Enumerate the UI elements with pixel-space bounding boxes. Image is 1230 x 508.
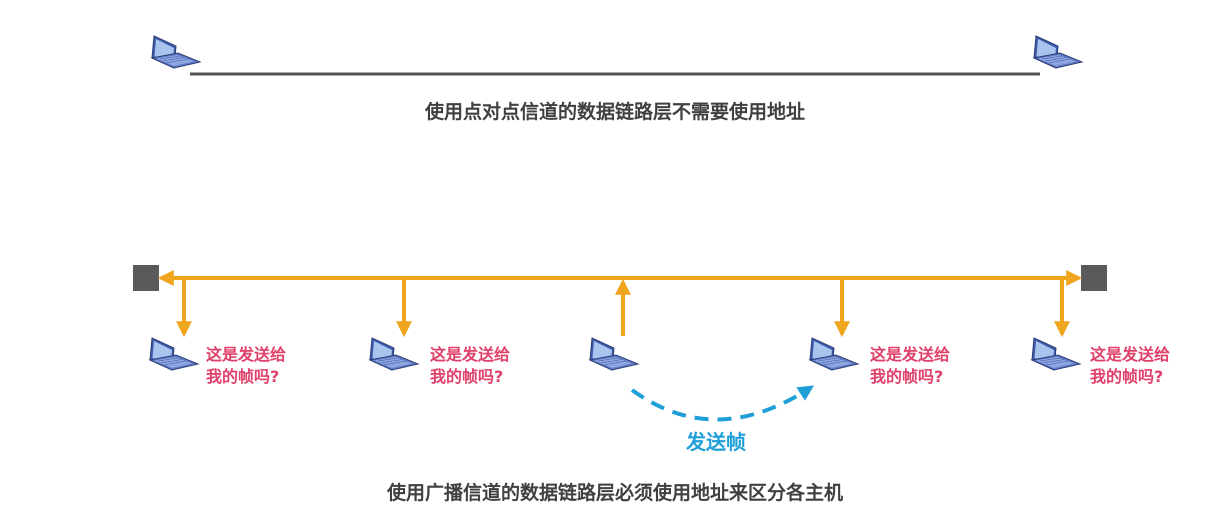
laptop-icon [589, 337, 639, 371]
bus-terminator-left [133, 265, 159, 291]
laptop-icon [369, 337, 419, 371]
question-line-2: 我的帧吗? [430, 367, 504, 386]
send-frame-arrow [630, 385, 815, 422]
host-question: 这是发送给 我的帧吗? [1090, 344, 1170, 388]
question-line-1: 这是发送给 [1090, 345, 1171, 364]
laptop-icon [151, 35, 201, 69]
question-line-2: 我的帧吗? [206, 367, 280, 386]
question-line-1: 这是发送给 [206, 345, 287, 364]
question-line-1: 这是发送给 [870, 345, 951, 364]
laptop-icon [149, 337, 199, 371]
laptop-icon [1033, 35, 1083, 69]
question-line-2: 我的帧吗? [870, 367, 944, 386]
laptop-icon [809, 337, 859, 371]
bus-terminator-right [1081, 265, 1107, 291]
broadcast-caption: 使用广播信道的数据链路层必须使用地址来区分各主机 [386, 482, 843, 504]
question-line-1: 这是发送给 [430, 345, 511, 364]
point-to-point-caption: 使用点对点信道的数据链路层不需要使用地址 [424, 101, 805, 123]
send-frame-label: 发送帧 [686, 430, 746, 454]
question-line-2: 我的帧吗? [1090, 367, 1164, 386]
host-question: 这是发送给 我的帧吗? [430, 344, 510, 388]
host-question: 这是发送给 我的帧吗? [870, 344, 950, 388]
host-question: 这是发送给 我的帧吗? [206, 344, 286, 388]
laptop-icon [1031, 337, 1081, 371]
